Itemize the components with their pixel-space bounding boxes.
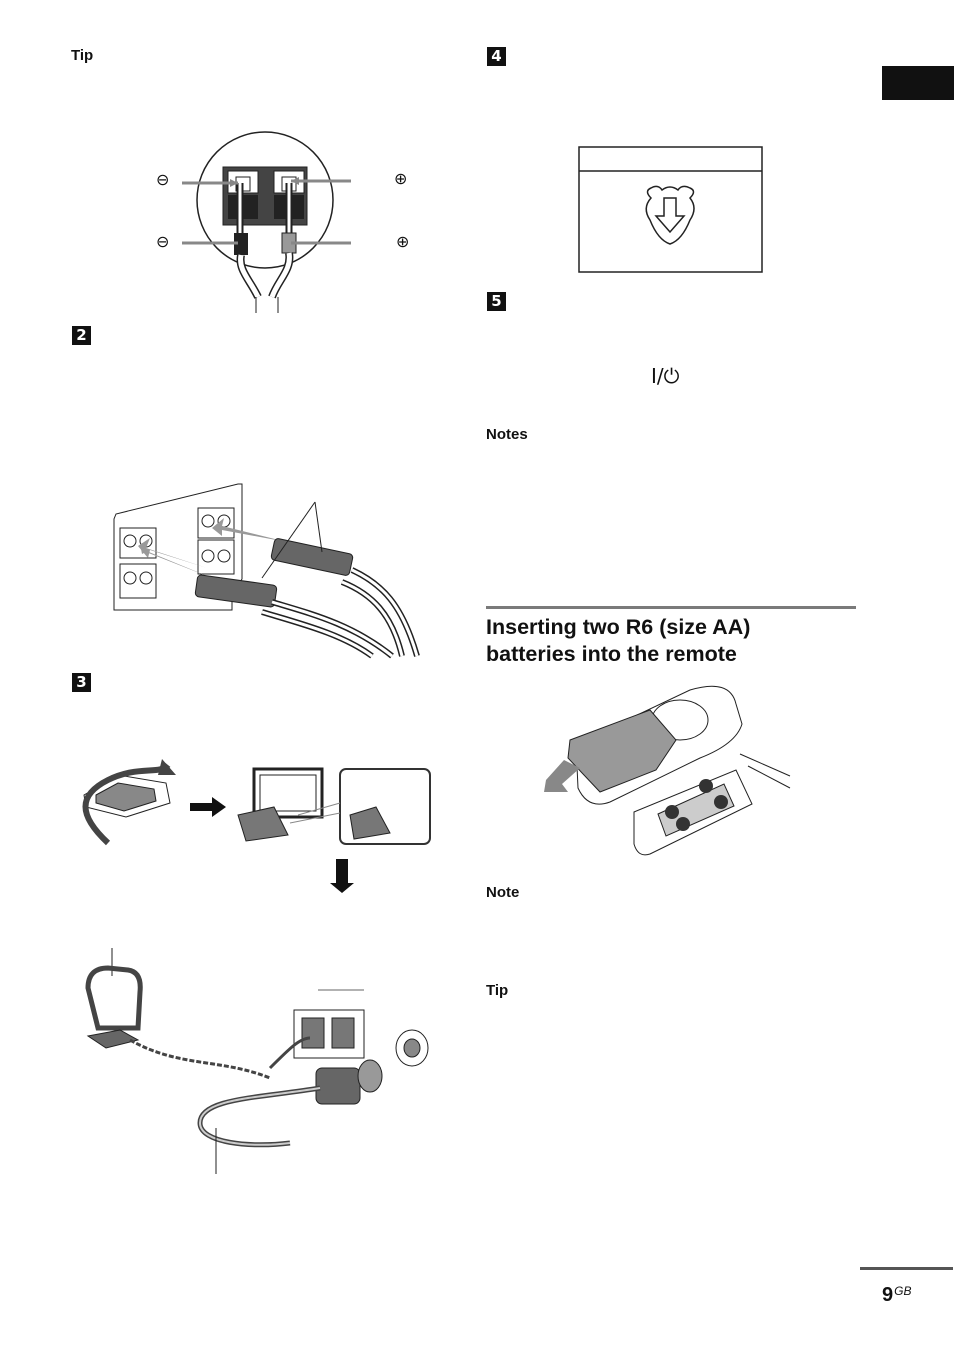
speaker-terminal-illustration <box>182 131 351 313</box>
page-number: 9GB <box>882 1284 911 1307</box>
terminal-plus-bottom: ⊕ <box>396 232 410 251</box>
note-label: Note <box>486 884 520 901</box>
section-heading-line-1: Inserting two R6 (size AA) <box>486 615 751 639</box>
remote-battery-illustration <box>544 685 791 856</box>
terminal-plus-top: ⊕ <box>394 169 408 188</box>
section-heading: Inserting two R6 (size AA) batteries int… <box>486 614 856 668</box>
section-tab <box>882 66 954 100</box>
footer-rule <box>860 1267 953 1270</box>
power-button-symbol: I/⏻ <box>651 364 680 388</box>
step-5-marker: 5 <box>487 292 506 311</box>
speaker-connector-illustration <box>113 483 420 659</box>
terminal-minus-top: ⊖ <box>156 170 170 189</box>
antenna-assembly-illustration <box>82 759 431 893</box>
terminal-minus-bottom: ⊖ <box>156 232 170 251</box>
section-heading-rule <box>486 606 856 609</box>
notes-label: Notes <box>486 426 528 443</box>
page-number-suffix: GB <box>894 1284 912 1298</box>
antenna-connection-illustration <box>85 948 429 1174</box>
section-heading-line-2: batteries into the remote <box>486 642 737 666</box>
tip-label-right: Tip <box>486 982 509 999</box>
display-window-illustration <box>578 146 763 273</box>
step-2-marker: 2 <box>72 326 91 345</box>
step-4-marker: 4 <box>487 47 506 66</box>
step-3-marker: 3 <box>72 673 91 692</box>
tip-label-left: Tip <box>71 47 94 64</box>
page-number-value: 9 <box>882 1284 894 1306</box>
